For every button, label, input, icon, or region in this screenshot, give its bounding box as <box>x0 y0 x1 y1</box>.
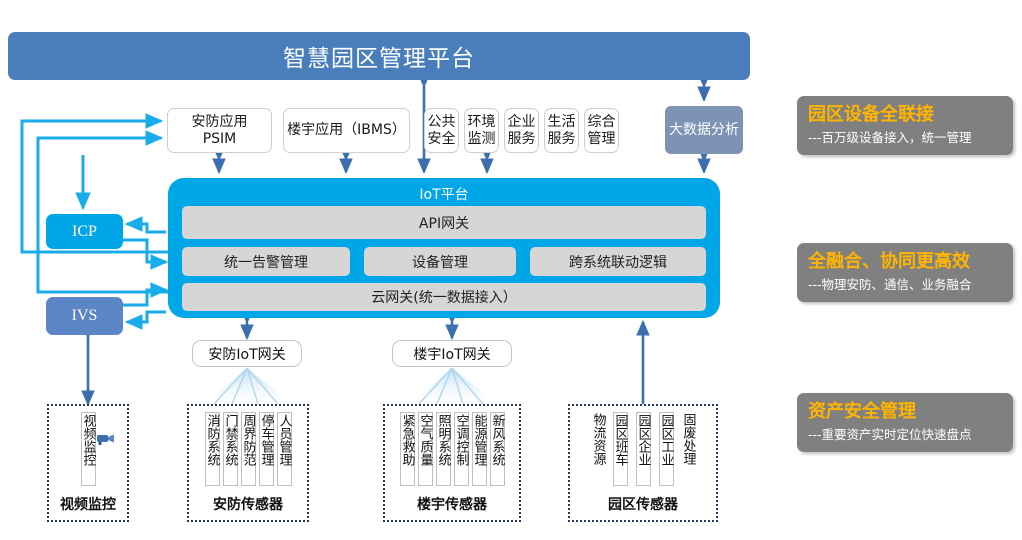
platform-banner: 智慧园区管理平台 <box>8 32 750 80</box>
feature-card-full-connection: 园区设备全联接 ---百万级设备接入，统一管理 <box>797 96 1013 156</box>
sensor-item: 紧急救助 <box>399 412 415 486</box>
big-data-analysis-label: 大数据分析 <box>669 121 739 138</box>
app-box-enterprise-service[interactable]: 企业服务 <box>504 108 539 153</box>
node-ivs[interactable]: IVS <box>46 297 123 335</box>
environment-monitoring-label: 环境监测 <box>467 114 496 147</box>
park-sensors-label: 园区传感器 <box>608 497 678 513</box>
iot-cloud-gateway[interactable]: 云网关(统一数据接入） <box>182 283 706 311</box>
building-sensor-items: 紧急救助 空气质量 照明系统 空调控制 能源管理 新风系统 <box>385 412 519 486</box>
app-box-ibms[interactable]: 楼宇应用（IBMS） <box>283 108 410 153</box>
feature-card-full-convergence: 全融合、协同更高效 ---物理安防、通信、业务融合 <box>797 243 1013 303</box>
sensor-item: 停车管理 <box>258 412 274 486</box>
app-box-psim-label: 安防应用 PSIM <box>192 114 248 146</box>
video-monitoring-items: 视频监控 <box>49 412 127 486</box>
public-safety-label: 公共安全 <box>427 114 456 147</box>
sensor-item: 消防系统 <box>204 412 220 486</box>
sensor-item: 能源管理 <box>471 412 487 486</box>
iot-platform-title: IoT平台 <box>419 187 469 203</box>
iot-module-unified-alarm[interactable]: 统一告警管理 <box>182 247 350 276</box>
sensor-item: 周界防范 <box>240 412 256 486</box>
enterprise-service-label: 企业服务 <box>507 114 536 147</box>
sensor-item: 园区工业 <box>658 412 674 486</box>
sensor-item: 园区班车 <box>612 412 628 486</box>
sensor-group-building: 紧急救助 空气质量 照明系统 空调控制 能源管理 新风系统 楼宇传感器 <box>383 404 521 522</box>
sensor-item: 门禁系统 <box>222 412 238 486</box>
sensor-item: 照明系统 <box>435 412 451 486</box>
feature-title: 园区设备全联接 <box>808 104 934 125</box>
security-sensor-items: 消防系统 门禁系统 周界防范 停车管理 人员管理 <box>189 412 307 486</box>
gateway-building-iot[interactable]: 楼宇IoT网关 <box>392 340 512 367</box>
camera-icon <box>97 434 114 446</box>
security-gateway-fan <box>206 367 292 405</box>
park-sensor-items: 物流资源 园区班车 园区企业 园区工业 固废处理 <box>570 412 716 486</box>
sensor-item: 新风系统 <box>489 412 505 486</box>
sensor-item: 视频监控 <box>80 412 96 486</box>
gateway-security-iot[interactable]: 安防IoT网关 <box>192 340 302 367</box>
feature-card-asset-security: 资产安全管理 ---重要资产实时定位快速盘点 <box>797 393 1013 453</box>
app-box-psim[interactable]: 安防应用 PSIM <box>167 108 272 153</box>
feature-subtitle: ---重要资产实时定位快速盘点 <box>808 426 972 442</box>
sensor-item: 园区企业 <box>635 412 651 486</box>
psim-line1: 安防应用 <box>191 114 248 131</box>
node-icp[interactable]: ICP <box>46 214 123 249</box>
iot-platform-panel: IoT平台 API网关 统一告警管理 设备管理 跨系统联动逻辑 云网关(统一数据… <box>168 178 720 318</box>
sensor-group-security: 消防系统 门禁系统 周界防范 停车管理 人员管理 安防传感器 <box>187 404 309 522</box>
iot-api-gateway[interactable]: API网关 <box>182 206 706 239</box>
building-sensors-label: 楼宇传感器 <box>417 497 487 513</box>
sensor-item: 空气质量 <box>417 412 433 486</box>
feature-title: 全融合、协同更高效 <box>808 251 970 272</box>
sensor-group-video-monitoring: 视频监控 视频监控 <box>47 404 129 522</box>
big-data-analysis-box[interactable]: 大数据分析 <box>665 106 743 154</box>
app-box-public-safety[interactable]: 公共安全 <box>424 108 459 153</box>
life-service-label: 生活服务 <box>547 114 576 147</box>
app-box-integrated-management[interactable]: 综合管理 <box>584 108 619 153</box>
feature-subtitle: ---物理安防、通信、业务融合 <box>808 276 972 292</box>
feature-subtitle: ---百万级设备接入，统一管理 <box>808 129 972 145</box>
iot-module-cross-system-linkage[interactable]: 跨系统联动逻辑 <box>530 247 706 276</box>
iot-module-device-management[interactable]: 设备管理 <box>364 247 516 276</box>
video-monitoring-label: 视频监控 <box>60 497 116 513</box>
sensor-item: 人员管理 <box>276 412 292 486</box>
security-sensors-label: 安防传感器 <box>213 497 283 513</box>
app-box-environment-monitoring[interactable]: 环境监测 <box>464 108 499 153</box>
sensor-item: 固废处理 <box>680 413 696 465</box>
sensor-item: 物流资源 <box>590 413 606 465</box>
sensor-item: 空调控制 <box>453 412 469 486</box>
integrated-management-label: 综合管理 <box>587 114 616 147</box>
building-gateway-fan <box>411 367 497 405</box>
feature-title: 资产安全管理 <box>808 401 916 422</box>
app-box-life-service[interactable]: 生活服务 <box>544 108 579 153</box>
sensor-group-park: 物流资源 园区班车 园区企业 园区工业 固废处理 园区传感器 <box>568 404 718 522</box>
psim-line2: PSIM <box>202 130 237 147</box>
